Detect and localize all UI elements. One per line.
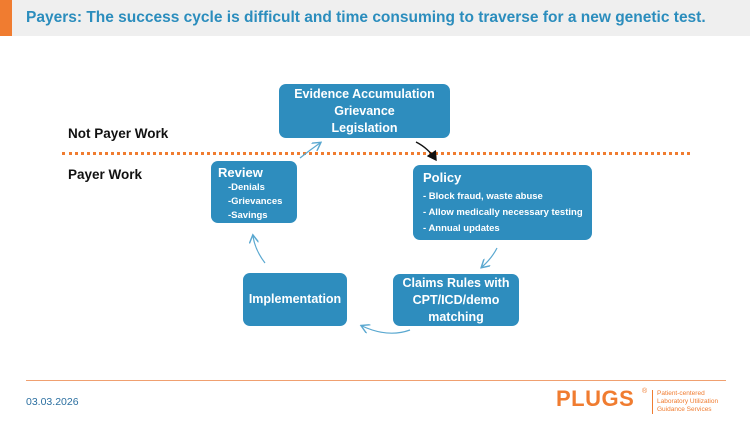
review-box: Review -Denials -Grievances -Savings <box>211 161 297 223</box>
logo-subtitle: Patient-centered Laboratory Utilization … <box>657 390 729 414</box>
review-item: -Savings <box>228 210 268 221</box>
evidence-line: Evidence Accumulation <box>294 86 435 101</box>
logo-separator <box>652 390 653 414</box>
footer-date: 03.03.2026 <box>26 396 79 408</box>
claims-rules-box: Claims Rules with CPT/ICD/demo matching <box>393 274 519 326</box>
logo-registered-mark: ® <box>642 388 648 395</box>
claims-line: matching <box>428 309 484 324</box>
policy-item: - Allow medically necessary testing <box>423 207 583 218</box>
title-accent-bar <box>0 0 12 36</box>
logo-subtitle-line: Laboratory Utilization <box>657 398 719 405</box>
logo-subtitle-line: Guidance Services <box>657 406 712 413</box>
logo-subtitle-line: Patient-centered <box>657 390 705 397</box>
policy-item: - Block fraud, waste abuse <box>423 191 543 202</box>
policy-heading: Policy <box>423 170 462 185</box>
implementation-box: Implementation <box>243 273 347 326</box>
evidence-box: Evidence Accumulation Grievance Legislat… <box>279 84 450 138</box>
zone-label-not-payer-work: Not Payer Work <box>68 126 169 141</box>
slide-title: Payers: The success cycle is difficult a… <box>26 9 706 26</box>
claims-line: CPT/ICD/demo <box>412 292 500 307</box>
review-item: -Denials <box>228 182 265 193</box>
title-bar: Payers: The success cycle is difficult a… <box>0 0 750 36</box>
evidence-line: Grievance <box>334 103 395 118</box>
policy-item: - Annual updates <box>423 223 500 234</box>
footer-divider <box>26 380 726 381</box>
policy-box: Policy - Block fraud, waste abuse - Allo… <box>413 165 592 240</box>
arrow-evidence-to-policy <box>415 141 437 162</box>
evidence-line: Legislation <box>331 120 398 135</box>
arrow-review-to-evidence <box>299 143 320 159</box>
zone-label-payer-work: Payer Work <box>68 167 143 182</box>
logo-wordmark: PLUGS <box>556 386 635 411</box>
arrow-implementation-to-review <box>253 236 266 264</box>
review-item: -Grievances <box>228 196 283 207</box>
policy-list: - Block fraud, waste abuse - Allow medic… <box>423 189 592 237</box>
arrow-claims-to-implementation <box>362 326 411 334</box>
implementation-label: Implementation <box>248 292 342 306</box>
arrow-policy-to-claims <box>482 247 498 267</box>
review-heading: Review <box>218 165 263 180</box>
plugs-logo: PLUGS ® Patient-centered Laboratory Util… <box>556 386 728 416</box>
review-list: -Denials -Grievances -Savings <box>218 181 297 223</box>
claims-line: Claims Rules with <box>402 275 510 290</box>
zone-divider-line <box>62 152 690 155</box>
